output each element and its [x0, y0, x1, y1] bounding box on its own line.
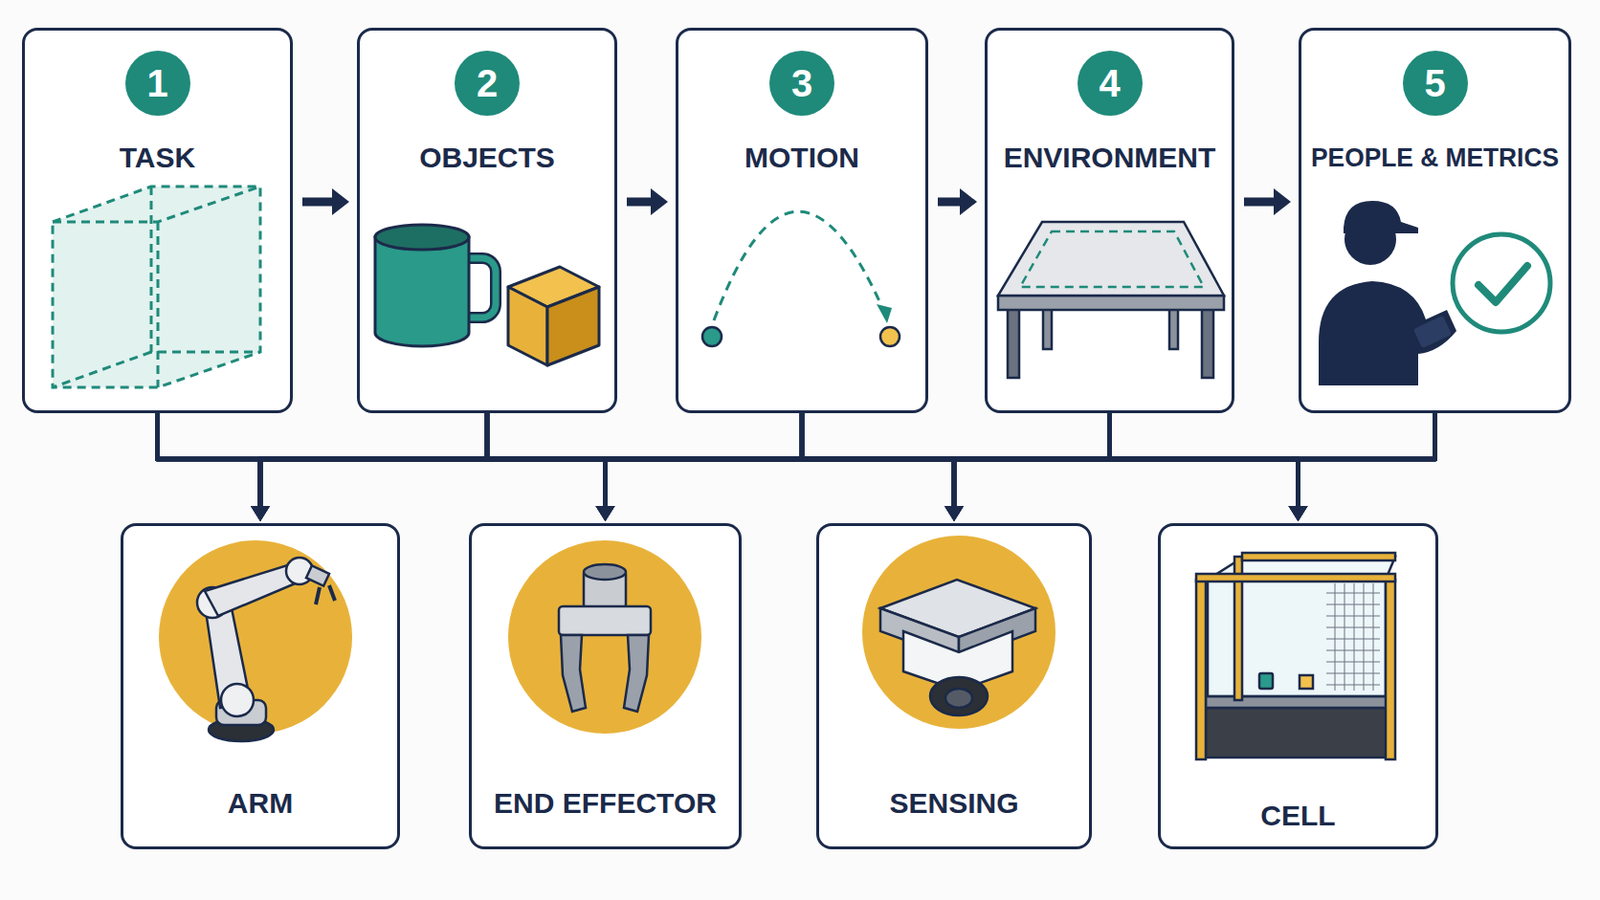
connector	[596, 413, 1111, 522]
work-cell	[1196, 553, 1396, 760]
connector	[487, 413, 1309, 522]
person	[1318, 200, 1457, 386]
connector	[801, 413, 964, 522]
task-cube	[52, 186, 261, 388]
step-number: 1	[146, 64, 168, 103]
connector	[157, 413, 965, 522]
step-number-badge: 3	[769, 50, 835, 116]
box-title: OBJECTS	[365, 140, 609, 176]
step-number-badge: 2	[454, 50, 520, 116]
step-number: 3	[791, 64, 813, 103]
connector	[157, 413, 1309, 522]
mug	[375, 224, 496, 347]
connector	[302, 188, 350, 216]
step-box: OBJECTS 2	[356, 27, 618, 414]
connector	[157, 413, 616, 522]
component-box: ARM	[120, 523, 400, 850]
connector	[250, 413, 802, 522]
yellow-cube	[508, 266, 600, 366]
connector	[250, 413, 1436, 522]
gripper	[508, 540, 702, 734]
component-box: CELL	[1157, 523, 1439, 850]
table	[998, 222, 1224, 378]
box-title: CELL	[1166, 799, 1430, 834]
component-box: SENSING	[816, 523, 1092, 850]
camera	[862, 535, 1056, 730]
step-box: TASK 1	[22, 27, 293, 414]
connector	[944, 413, 1436, 522]
component-box: END EFFECTOR	[468, 523, 742, 850]
check-mark	[1452, 234, 1551, 333]
connector	[250, 413, 1111, 522]
step-box: ENVIRONMENT 4	[984, 27, 1235, 414]
connector	[944, 413, 1111, 522]
connector	[1110, 413, 1309, 522]
box-title: ARM	[129, 786, 392, 822]
step-number-badge: 5	[1402, 50, 1468, 116]
step-number: 2	[476, 64, 498, 103]
box-grounds	[23, 29, 1570, 848]
connector	[596, 413, 1436, 522]
connector	[626, 188, 668, 216]
connector	[157, 413, 271, 522]
step-box: MOTION 3	[675, 27, 929, 414]
connector	[1244, 188, 1291, 216]
connector	[937, 188, 978, 216]
box-title: END EFFECTOR	[477, 786, 734, 822]
connector	[801, 413, 1309, 522]
box-title: TASK	[30, 140, 285, 176]
box-title: ENVIRONMENT	[993, 140, 1226, 176]
step-box: PEOPLE & METRICS 5	[1298, 27, 1572, 414]
motion-path	[702, 211, 900, 347]
step-number: 4	[1098, 64, 1120, 103]
connector	[487, 413, 964, 522]
connector	[487, 413, 616, 522]
robot-arm	[158, 540, 353, 742]
step-number-badge: 4	[1077, 50, 1143, 116]
box-title: SENSING	[824, 786, 1084, 822]
box-title: PEOPLE & METRICS	[1310, 140, 1559, 176]
connector	[596, 413, 803, 522]
step-number-badge: 1	[125, 50, 191, 116]
connector	[1288, 413, 1436, 522]
connector	[250, 413, 488, 522]
step-number: 5	[1423, 64, 1445, 103]
box-title: MOTION	[684, 140, 920, 176]
